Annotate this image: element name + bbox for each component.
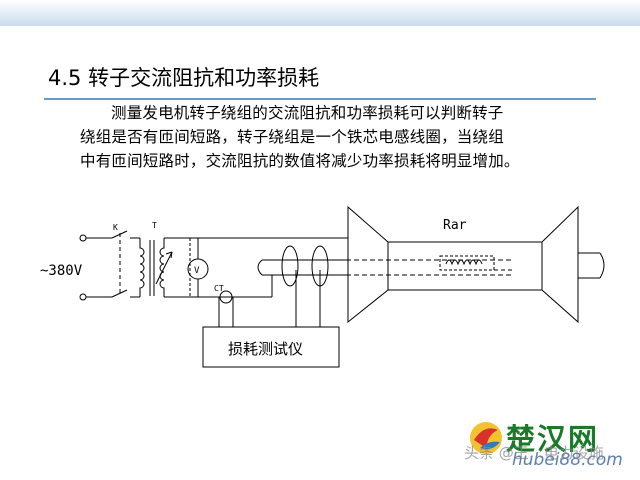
transformer-t-label: T xyxy=(152,221,157,230)
terminal-top xyxy=(79,234,87,242)
terminal-bottom xyxy=(79,293,87,301)
ct-label: CT xyxy=(214,284,224,293)
watermark-url: hubei88.com xyxy=(512,450,623,470)
current-transformer xyxy=(219,290,233,304)
supply-voltage-label: ~380V xyxy=(40,263,83,279)
body-paragraph: 测量发电机转子绕组的交流阻抗和功率损耗可以判断转子 绕组是否有匝间短路，转子绕组… xyxy=(80,101,590,173)
paragraph-line-3: 中有匝间短路时，交流阻抗的数值将减少功率损耗将明显增加。 xyxy=(80,152,520,170)
rotor-left-flange xyxy=(347,205,389,324)
transformer-secondary xyxy=(159,238,165,297)
voltmeter xyxy=(187,258,209,280)
voltmeter-label: V xyxy=(194,266,200,276)
watermark-site-name: 楚汉网 xyxy=(506,422,600,456)
logo-icon xyxy=(470,422,502,454)
rotor-right-flange xyxy=(541,205,579,324)
transformer-primary xyxy=(139,238,145,297)
title-underline xyxy=(44,98,596,100)
site-watermark: 楚汉网 hubei88.com 头条 @王…电力设施 xyxy=(464,412,634,476)
top-gradient-bar xyxy=(0,0,640,26)
slide-title: 4.5 转子交流阻抗和功率损耗 xyxy=(48,66,320,90)
rotor-label: Rar xyxy=(443,218,467,233)
loss-tester-box xyxy=(202,326,340,368)
instrument-label: 损耗测试仪 xyxy=(228,340,303,358)
paragraph-line-1: 测量发电机转子绕组的交流阻抗和功率损耗可以判断转子 xyxy=(111,104,504,122)
paragraph-line-2: 绕组是否有匝间短路，转子绕组是一个铁芯电感线圈，当绕组 xyxy=(80,128,504,146)
switch-k-label: K xyxy=(113,223,118,232)
watermark-overlay-text: 头条 @王…电力设施 xyxy=(464,444,604,462)
rotor-winding xyxy=(439,255,495,271)
